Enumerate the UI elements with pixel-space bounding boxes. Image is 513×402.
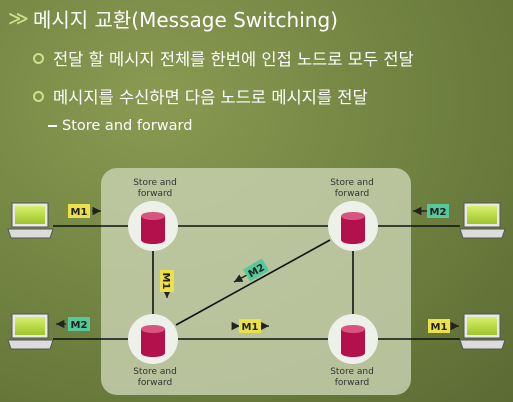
store-forward-node-d: Store and forward [328,314,378,388]
svg-text:M1: M1 [431,322,448,333]
svg-text:forward: forward [138,189,173,199]
slide-title: ≫ 메시지 교환(Message Switching) [8,2,338,34]
message-tag-m2-right-in: M2 [427,204,449,218]
store-forward-node-c: Store and forward [128,314,178,388]
laptop-icon [7,313,54,350]
svg-text:Store and: Store and [133,367,177,377]
svg-text:forward: forward [138,378,173,388]
network-links [53,225,460,340]
dash-bullet-icon [48,125,57,127]
circle-bullet-icon [33,90,44,102]
svg-text:forward: forward [335,378,370,388]
laptop-icon [459,202,506,239]
message-tag-m1-right-out: M1 [428,319,450,333]
svg-text:M2: M2 [71,320,88,331]
bullet-2-text: 메시지를 수신하면 다음 노드로 메시지를 전달 [53,88,368,107]
sub-bullet: Store and forward [48,118,192,134]
message-tag-m1-middle: M1 [239,319,261,333]
circle-bullet-icon [33,52,44,64]
svg-text:Store and: Store and [330,367,374,377]
link-node-c-to-node-b [175,239,331,326]
message-tag-m1-left-in: M1 [68,204,90,218]
bullet-2: 메시지를 수신하면 다음 노드로 메시지를 전달 [33,84,368,108]
bullet-1: 전달 할 메시지 전체를 한번에 인접 노드로 모두 전달 [33,46,414,70]
svg-text:M1: M1 [160,273,171,290]
title-text: 메시지 교환(Message Switching) [32,7,338,32]
bullet-1-text: 전달 할 메시지 전체를 한번에 인접 노드로 모두 전달 [53,50,414,69]
svg-text:Store and: Store and [133,178,177,188]
svg-text:M1: M1 [242,322,259,333]
sub-bullet-text: Store and forward [62,118,193,134]
svg-text:forward: forward [335,189,370,199]
message-tag-m2-left-out: M2 [68,317,90,331]
message-tag-m1-down: M1 [160,270,174,292]
laptop-icon [7,202,54,239]
svg-text:Store and: Store and [330,178,374,188]
store-forward-node-a: Store and forward [128,178,178,251]
svg-text:M1: M1 [71,207,88,218]
store-forward-node-b: Store and forward [328,178,378,251]
svg-text:M2: M2 [430,207,447,218]
laptop-icon [459,313,506,350]
